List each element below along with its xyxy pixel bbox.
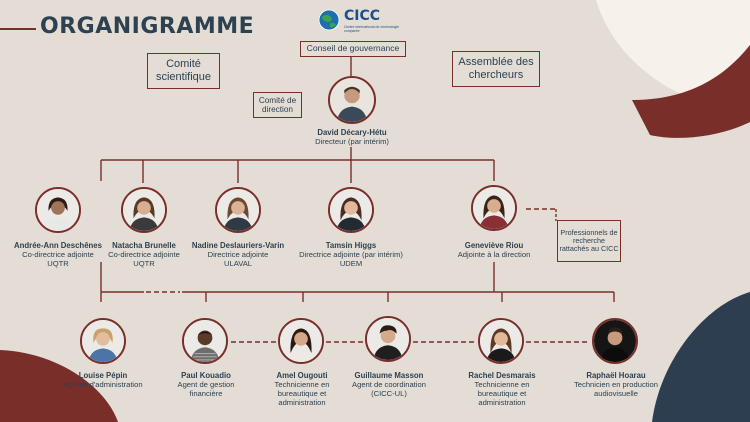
director: David Décary-Hétu Directeur (par intérim…: [286, 128, 418, 146]
comite-direction-box: Comité de direction: [253, 92, 302, 118]
person-icon: [82, 320, 124, 362]
person-icon: [330, 78, 374, 122]
person-icon: [367, 318, 409, 360]
person-name: Paul Kouadio: [181, 371, 231, 380]
level2-deslauriers-varin: Nadine Deslauriers-Varin Directrice adjo…: [180, 241, 296, 268]
conseil-gouvernance-box: Conseil de gouvernance: [300, 41, 406, 57]
person-name: Tamsin Higgs: [325, 241, 377, 250]
person-institution: ULAVAL: [224, 259, 252, 268]
avatar-riou: [471, 185, 517, 231]
person-role: Adjointe à la direction: [457, 250, 531, 259]
level2-riou: Geneviève Riou Adjointe à la direction: [438, 241, 550, 259]
maroon-blob-bottom-left: [0, 350, 118, 422]
person-icon: [280, 320, 322, 362]
comite-scientifique-box: Comité scientifique: [147, 53, 220, 89]
person-name: Geneviève Riou: [464, 241, 524, 250]
level3-hoarau: Raphaël Hoarau Technicien en production …: [574, 371, 658, 398]
assemblee-box: Assemblée des chercheurs: [452, 51, 540, 87]
level2-higgs: Tamsin Higgs Directrice adjointe (par in…: [286, 241, 416, 268]
person-icon: [123, 189, 165, 231]
person-role: Co-directrice adjointe: [108, 250, 180, 259]
person-institution: UQTR: [47, 259, 69, 268]
level3-ougouti: Amel Ougouti Technicienne en bureautique…: [262, 371, 342, 407]
conseil-label: Conseil de gouvernance: [306, 43, 400, 54]
person-role: Technicien en production audiovisuelle: [574, 380, 659, 398]
navy-blob: [652, 292, 750, 422]
person-icon: [480, 320, 522, 362]
avatar-pepin: [80, 318, 126, 364]
title-rule: [0, 28, 36, 30]
cicc-logo: CICC Centre international de criminologi…: [318, 7, 408, 35]
comite-scientifique-label: Comité scientifique: [155, 58, 212, 83]
avatar-deslauriers-varin: [215, 187, 261, 233]
person-icon: [217, 189, 259, 231]
person-name: Andrée-Ann Deschênes: [14, 241, 102, 250]
person-icon: [330, 189, 372, 231]
person-role: Directrice adjointe: [207, 250, 269, 259]
logo-subtitle: Centre international de criminologie com…: [344, 25, 400, 33]
avatar-hoarau: [592, 318, 638, 364]
person-icon: [473, 187, 515, 229]
level3-desmarais: Rachel Desmarais Technicienne en bureaut…: [460, 371, 544, 407]
globe-icon: [318, 9, 340, 31]
avatar-masson: [365, 316, 411, 362]
level2-deschenes: Andrée-Ann Deschênes Co-directrice adjoi…: [2, 241, 114, 268]
person-role: Directrice adjointe (par intérim): [299, 250, 403, 259]
avatar-higgs: [328, 187, 374, 233]
professionnels-box: Professionnels de recherche rattachés au…: [557, 220, 621, 262]
person-role: Agente d'administration: [63, 380, 143, 389]
person-institution: UDEM: [339, 259, 363, 268]
avatar-deschenes: [35, 187, 81, 233]
level2-brunelle: Natacha Brunelle Co-directrice adjointe …: [92, 241, 196, 268]
person-name: Amel Ougouti: [276, 371, 328, 380]
avatar-kouadio: [182, 318, 228, 364]
comite-direction-label: Comité de direction: [258, 95, 297, 114]
person-name: Rachel Desmarais: [468, 371, 536, 380]
person-icon: [184, 320, 226, 362]
level3-pepin: Louise Pépin Agente d'administration: [58, 371, 148, 389]
logo-acronym: CICC: [344, 8, 381, 24]
person-name: Louise Pépin: [78, 371, 128, 380]
avatar-desmarais: [478, 318, 524, 364]
person-role: Technicienne en bureautique et administr…: [274, 380, 330, 407]
person-name: Nadine Deslauriers-Varin: [191, 241, 285, 250]
avatar-director: [328, 76, 376, 124]
avatar-ougouti: [278, 318, 324, 364]
person-name: Guillaume Masson: [354, 371, 424, 380]
person-role: Agent de gestion financière: [177, 380, 235, 398]
person-icon: [37, 189, 79, 231]
person-role: Co-directrice adjointe: [22, 250, 94, 259]
person-name: Natacha Brunelle: [112, 241, 176, 250]
person-icon: [594, 320, 636, 362]
maroon-arc: [632, 45, 750, 138]
level3-kouadio: Paul Kouadio Agent de gestion financière: [162, 371, 250, 398]
director-role: Directeur (par intérim): [315, 137, 389, 146]
professionnels-label: Professionnels de recherche rattachés au…: [559, 227, 619, 254]
person-role: Technicienne en bureautique et administr…: [474, 380, 530, 407]
person-name: Raphaël Hoarau: [586, 371, 646, 380]
director-name: David Décary-Hétu: [317, 128, 387, 137]
person-role: Agent de coordination (CICC-UL): [352, 380, 426, 398]
page-title: ORGANIGRAMME: [40, 14, 255, 39]
avatar-brunelle: [121, 187, 167, 233]
person-institution: UQTR: [133, 259, 155, 268]
assemblee-label: Assemblée des chercheurs: [458, 56, 534, 81]
level3-masson: Guillaume Masson Agent de coordination (…: [346, 371, 432, 398]
